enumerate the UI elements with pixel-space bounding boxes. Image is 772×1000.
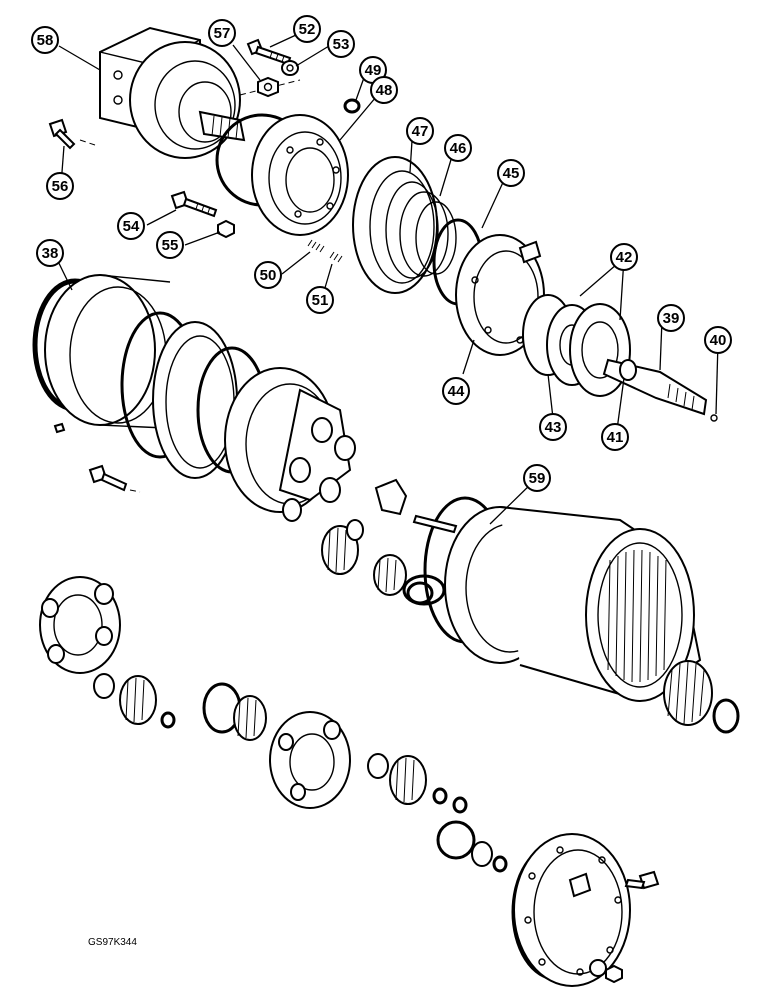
- svg-text:43: 43: [545, 419, 562, 436]
- ball-part: [710, 414, 718, 422]
- callout-43: 43: [539, 413, 567, 441]
- small-gear-part: [471, 841, 493, 867]
- thrust-washer-part: [432, 787, 448, 805]
- callout-48: 48: [370, 76, 398, 104]
- cap-screw-part: [48, 118, 76, 150]
- planet-gear-part: [119, 675, 157, 725]
- callout-59: 59: [523, 464, 551, 492]
- callout-40: 40: [704, 326, 732, 354]
- thrust-washer-part: [452, 796, 468, 814]
- callout-50: 50: [254, 261, 282, 289]
- brake-piston-part: [251, 114, 349, 236]
- callout-49: 49: [359, 56, 387, 84]
- callout-57: 57: [208, 19, 236, 47]
- svg-text:56: 56: [52, 178, 69, 195]
- svg-text:59: 59: [529, 470, 546, 487]
- hex-nut-part: [217, 219, 235, 239]
- drive-shaft-part: [602, 358, 708, 416]
- svg-text:58: 58: [37, 32, 54, 49]
- svg-text:52: 52: [299, 21, 316, 38]
- thrust-washer-part: [492, 855, 508, 873]
- callout-42: 42: [610, 243, 638, 271]
- thrust-washer-part: [160, 711, 176, 729]
- svg-text:41: 41: [607, 429, 624, 446]
- planet-gear-part: [373, 554, 407, 596]
- snap-ring-part: [436, 820, 476, 860]
- callout-56: 56: [46, 172, 74, 200]
- planet-gear-part: [389, 755, 427, 805]
- callout-53: 53: [327, 30, 355, 58]
- center-planet-carrier-part: [269, 711, 351, 809]
- washer-part: [589, 959, 607, 977]
- svg-text:46: 46: [450, 140, 467, 157]
- svg-text:51: 51: [312, 292, 329, 309]
- hub-housing-part: [444, 506, 702, 702]
- end-cover-part: [513, 833, 631, 987]
- callout-55: 55: [156, 231, 184, 259]
- alignment-line: [79, 139, 96, 146]
- svg-text:38: 38: [42, 245, 59, 262]
- svg-text:47: 47: [412, 123, 429, 140]
- cap-screw-part: [624, 870, 660, 890]
- callout-47: 47: [406, 117, 434, 145]
- svg-text:48: 48: [376, 82, 393, 99]
- callout-52: 52: [293, 15, 321, 43]
- ring-gear-housing-part: [44, 274, 171, 429]
- svg-text:40: 40: [710, 332, 727, 349]
- bolt-part: [412, 514, 458, 534]
- alignment-line: [129, 489, 141, 493]
- svg-text:54: 54: [123, 218, 140, 235]
- planet-gear-part: [233, 695, 267, 741]
- cap-screw-part: [246, 38, 292, 66]
- callout-58: 58: [31, 26, 59, 54]
- lock-washer-part: [281, 60, 299, 76]
- cap-screw-part: [170, 190, 218, 218]
- thrust-washer-part: [712, 698, 740, 734]
- spring-part: [307, 239, 343, 263]
- svg-text:57: 57: [214, 25, 231, 42]
- callout-51: 51: [306, 286, 334, 314]
- svg-text:44: 44: [448, 383, 465, 400]
- needle-bearing-part: [346, 519, 364, 541]
- hex-nut-part: [605, 964, 623, 984]
- svg-text:42: 42: [616, 249, 633, 266]
- hydraulic-motor-part: [99, 26, 246, 159]
- callout-41: 41: [601, 423, 629, 451]
- clutch-disc-part: [522, 294, 631, 397]
- svg-text:49: 49: [365, 62, 382, 79]
- svg-text:50: 50: [260, 267, 277, 284]
- small-o-ring-part: [343, 98, 361, 114]
- figure-code: GS97K344: [88, 937, 137, 948]
- lower-planet-carrier-part: [39, 576, 121, 674]
- svg-text:45: 45: [503, 165, 520, 182]
- sun-gear-part: [663, 660, 713, 726]
- planet-carrier-part: [224, 367, 356, 522]
- pin-part: [53, 422, 66, 434]
- needle-bearing-part: [367, 753, 389, 779]
- callout-54: 54: [117, 212, 145, 240]
- callout-45: 45: [497, 159, 525, 187]
- clip-part: [374, 478, 408, 516]
- cap-screw-part: [88, 464, 128, 492]
- svg-text:55: 55: [162, 237, 179, 254]
- needle-bearing-part: [93, 673, 115, 699]
- svg-text:53: 53: [333, 36, 350, 53]
- hex-nut-part: [257, 76, 279, 98]
- leader-lines: [52, 34, 719, 525]
- callout-44: 44: [442, 377, 470, 405]
- snap-ring-part: [406, 581, 434, 605]
- callout-46: 46: [444, 134, 472, 162]
- brake-housing-part: [352, 156, 457, 294]
- callout-38: 38: [36, 239, 64, 267]
- svg-text:39: 39: [663, 310, 680, 327]
- callout-39: 39: [657, 304, 685, 332]
